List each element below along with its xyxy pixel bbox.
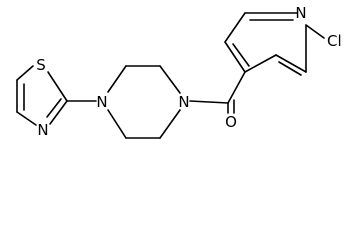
- atom-label-pyridine-n: N: [295, 4, 306, 22]
- bond-c4-n3: [16, 111, 37, 126]
- bond-c2-cl: [305, 24, 325, 39]
- bond-n4-ch2a: [159, 65, 181, 94]
- bond-ch2b-n1: [107, 65, 127, 93]
- atom-label-chlorine: Cl: [327, 32, 342, 50]
- bond-n3-c2-inner: [46, 98, 62, 118]
- bond-s-c5: [16, 65, 34, 81]
- bond-c4-carbonyl: [227, 71, 246, 104]
- bond-c4-c3: [244, 54, 277, 73]
- structure-diagram: N Cl O N N S N: [16, 4, 342, 139]
- atom-label-piperazine-n-left: N: [96, 93, 107, 111]
- piperazine-ring: [107, 65, 181, 139]
- bond-c5-c4-inner: [232, 43, 250, 67]
- atom-label-carbonyl-o: O: [225, 113, 237, 131]
- pyridine-ring: [224, 12, 325, 76]
- bond-c3-c2-inner: [278, 61, 302, 76]
- bond-carbonyl-n: [189, 100, 229, 104]
- atom-label-piperazine-n-right: N: [178, 93, 189, 111]
- bond-n1-ch2c: [107, 109, 127, 139]
- carbonyl-group: [189, 71, 246, 114]
- molecule-drawing: N Cl O N N S N: [16, 4, 342, 139]
- bond-ch2d-n4: [159, 109, 181, 139]
- atom-label-thiazole-s: S: [36, 56, 46, 74]
- bond-c3-c2: [275, 54, 307, 73]
- bond-c6-c5: [224, 12, 246, 43]
- bond-c5-c4: [224, 41, 246, 73]
- thiazole-ring: [16, 65, 97, 126]
- bond-n3-c2: [49, 100, 68, 125]
- atom-label-thiazole-n: N: [37, 121, 48, 139]
- bond-c2-s: [47, 71, 68, 102]
